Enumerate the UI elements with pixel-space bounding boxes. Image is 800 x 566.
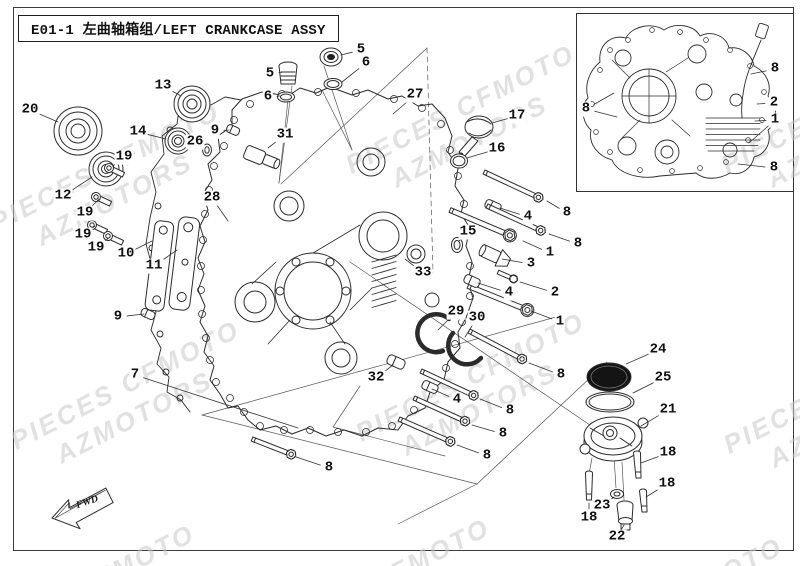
bearing-13 bbox=[173, 85, 211, 123]
inset-detail-box bbox=[576, 13, 794, 192]
dowel-pin-32 bbox=[386, 354, 406, 370]
bolt-8f bbox=[397, 416, 456, 447]
inset-bolt-dots bbox=[589, 27, 767, 174]
bolt-18b bbox=[633, 450, 642, 479]
bolt-8c bbox=[467, 328, 528, 365]
bearing-shell-29 bbox=[415, 311, 452, 355]
bolt-8d bbox=[419, 368, 479, 401]
bolt-19b bbox=[91, 192, 113, 207]
left-crankcase-drawing bbox=[197, 86, 474, 437]
shaft-31 bbox=[243, 145, 281, 170]
oil-plug-5a bbox=[278, 61, 298, 85]
crankcase-gasket-outline bbox=[145, 96, 242, 413]
inset-sensor bbox=[741, 22, 769, 119]
grouping-lines bbox=[201, 47, 639, 525]
bolt-8a bbox=[482, 169, 544, 203]
bolt-1a bbox=[448, 207, 517, 243]
oil-filler-cap-17 bbox=[458, 115, 494, 158]
bearing-shell-30 bbox=[445, 330, 484, 367]
strainer-cap-21 bbox=[579, 416, 649, 462]
bearing-20 bbox=[53, 106, 103, 156]
drain-plug-22 bbox=[616, 500, 634, 531]
bolt-18c bbox=[639, 488, 648, 513]
page-title: E01-1 左曲轴箱组/LEFT CRANKCASE ASSY bbox=[31, 22, 326, 39]
washer-15 bbox=[451, 237, 463, 253]
callout-leader-lines bbox=[37, 51, 769, 530]
oil-nozzle-3 bbox=[478, 244, 511, 267]
dowel-pin-9a bbox=[225, 124, 241, 136]
bolt-19d bbox=[103, 231, 125, 246]
o-ring-16 bbox=[450, 153, 468, 169]
dowel-pin-4b bbox=[463, 274, 481, 288]
bolt-8g bbox=[250, 436, 297, 460]
oil-plug-5b bbox=[319, 47, 343, 67]
bearing-14 bbox=[164, 127, 192, 155]
oil-strainer-screen-24 bbox=[586, 362, 632, 392]
inset-crankcase-drawing bbox=[582, 22, 776, 179]
washer-6a bbox=[277, 91, 295, 103]
plate-11 bbox=[168, 216, 201, 311]
bolt-1b bbox=[466, 283, 535, 317]
o-ring-25 bbox=[585, 391, 635, 413]
cooling-fins bbox=[371, 254, 397, 308]
bolt-19a bbox=[104, 163, 126, 178]
fwd-direction-arrow: FWD bbox=[51, 487, 114, 530]
washer-26 bbox=[202, 143, 212, 157]
washer-6b bbox=[323, 78, 343, 90]
bolt-18a bbox=[585, 470, 593, 501]
title-box: E01-1 左曲轴箱组/LEFT CRANKCASE ASSY bbox=[18, 15, 339, 42]
dowel-pin-4c bbox=[421, 380, 439, 394]
page-border bbox=[13, 7, 794, 551]
case-ribs bbox=[251, 224, 373, 345]
inset-cooling-fins bbox=[705, 117, 761, 152]
bolt-2 bbox=[496, 269, 519, 284]
washer-23 bbox=[610, 489, 624, 499]
bolt-8e bbox=[412, 395, 471, 427]
